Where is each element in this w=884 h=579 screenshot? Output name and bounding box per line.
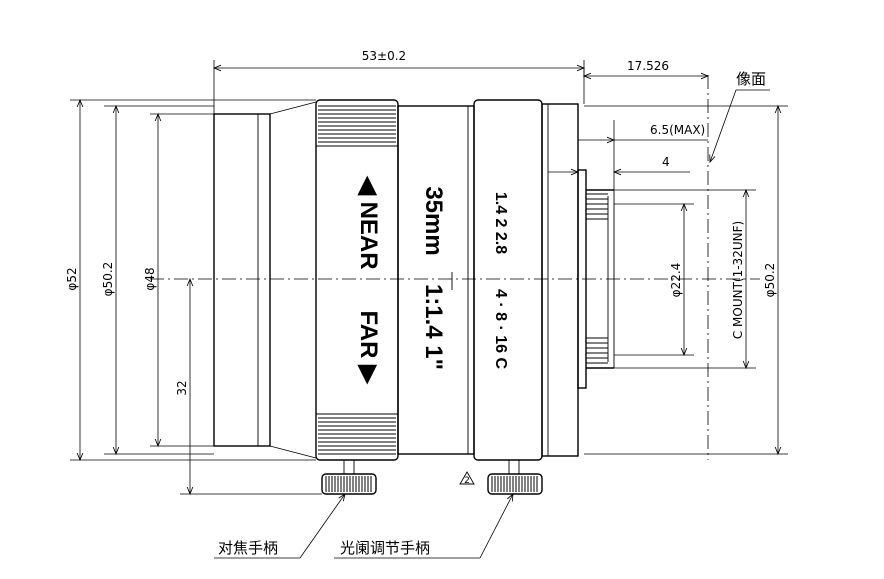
d502-right-value: φ50.2 <box>763 263 777 298</box>
near-far-group: ◀ NEAR FAR ▶ <box>355 175 382 385</box>
four-dimension: 4 <box>548 155 690 180</box>
iris-ring <box>473 99 543 461</box>
mount-dimension: C MOUNT(1-32UNF) <box>614 190 756 368</box>
length-value: 53±0.2 <box>362 49 406 63</box>
c-mount-thread <box>577 169 615 389</box>
fstop-scale-bottom: 4 · 8 · 16 C <box>492 289 509 369</box>
image-plane-label: 像面 <box>736 70 766 88</box>
iris-handle[interactable] <box>487 459 543 495</box>
d224-dimension: φ22.4 <box>614 204 694 355</box>
focus-handle-callout: 对焦手柄 <box>214 494 345 559</box>
mount-value: C MOUNT(1-32UNF) <box>731 221 745 339</box>
flange-value: 17.526 <box>627 59 669 73</box>
d502-left-value: φ50.2 <box>101 262 115 297</box>
note-number: 2 <box>464 476 470 486</box>
length-dimension: 53±0.2 <box>214 49 584 114</box>
focal-group: 35mm 1:1.4 1" <box>420 186 447 370</box>
far-label: FAR ▶ <box>355 310 382 385</box>
d32-value: 32 <box>175 380 189 395</box>
protrusion-dimension: 6.5(MAX) <box>578 120 708 190</box>
focus-ring <box>315 99 399 461</box>
d502-left-dimension: φ50.2 <box>101 106 214 454</box>
d224-value: φ22.4 <box>669 263 683 298</box>
thread-teeth-bottom <box>586 337 608 364</box>
thread-teeth-top <box>586 193 608 220</box>
d48-value: φ48 <box>143 267 157 290</box>
fstop-scale-top: 1.4 2 2.8 <box>492 192 509 254</box>
four-value: 4 <box>662 155 670 169</box>
d52-value: φ52 <box>65 267 79 290</box>
note-triangle-symbol: 2 <box>459 471 475 486</box>
rear-body <box>541 103 579 457</box>
iris-handle-callout: 光阑调节手柄 <box>334 494 513 559</box>
iris-handle-label: 光阑调节手柄 <box>340 539 430 557</box>
fstop-group: 1.4 2 2.8 4 · 8 · 16 C <box>492 192 509 370</box>
focus-ring-knurl-top <box>318 105 396 143</box>
d48-dimension: φ48 <box>143 114 214 446</box>
image-plane-callout: 像面 <box>710 70 770 162</box>
focus-handle[interactable] <box>321 459 377 495</box>
d502-right-dimension: φ50.2 <box>584 106 788 454</box>
near-label: ◀ NEAR <box>355 175 382 269</box>
focus-handle-label: 对焦手柄 <box>218 539 278 557</box>
middle-barrel <box>397 105 475 455</box>
d32-dimension: 32 <box>175 279 322 494</box>
flange-dimension: 17.526 <box>584 59 708 78</box>
focal-length-label: 35mm <box>420 186 447 255</box>
front-barrel <box>213 101 317 459</box>
focus-ring-knurl-bottom <box>318 417 396 455</box>
aperture-ratio-label: 1:1.4 1" <box>420 284 447 370</box>
protrusion-value: 6.5(MAX) <box>650 123 705 137</box>
